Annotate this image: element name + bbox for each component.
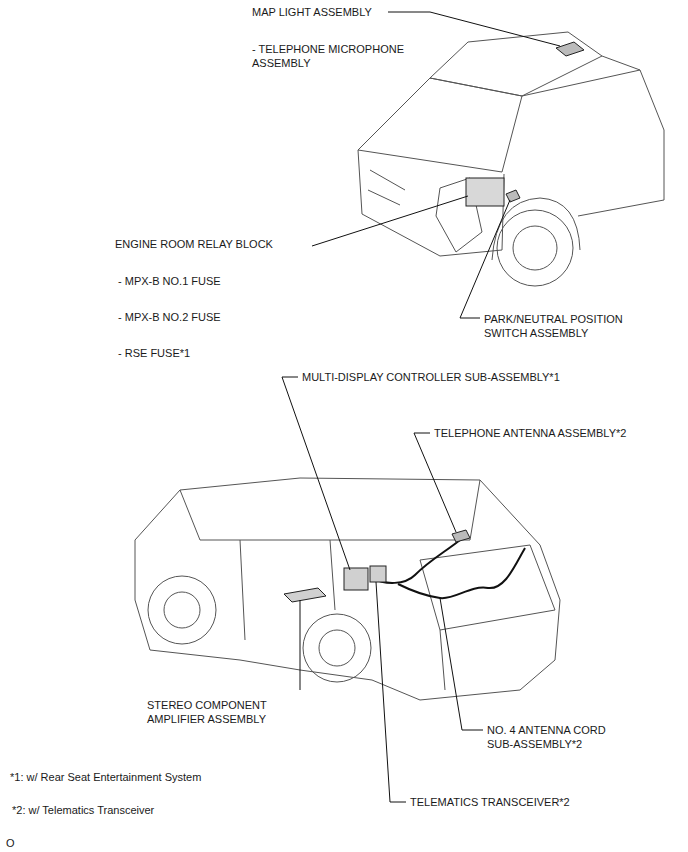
part-label: MAP LIGHT ASSEMBLY bbox=[252, 5, 372, 19]
part-label: - MPX-B NO.1 FUSE bbox=[118, 274, 221, 288]
part-label: *1: w/ Rear Seat Entertainment System bbox=[10, 770, 201, 784]
switch-part bbox=[506, 190, 520, 202]
part-label: - RSE FUSE*1 bbox=[118, 346, 190, 360]
part-label: - TELEPHONE MICROPHONE ASSEMBLY bbox=[252, 42, 430, 70]
part-label: *2: w/ Telematics Transceiver bbox=[12, 803, 154, 817]
part-label: - MPX-B NO.2 FUSE bbox=[118, 310, 221, 324]
leader-lines bbox=[282, 12, 560, 802]
part-label: ENGINE ROOM RELAY BLOCK bbox=[115, 237, 273, 251]
part-label: TELEMATICS TRANSCEIVER*2 bbox=[410, 795, 570, 809]
part-label: NO. 4 ANTENNA CORD SUB-ASSEMBLY*2 bbox=[487, 723, 622, 751]
amplifier-unit bbox=[284, 588, 326, 602]
map-light bbox=[556, 42, 584, 56]
part-label: O bbox=[6, 836, 15, 850]
controller-unit bbox=[344, 568, 368, 590]
transceiver-unit bbox=[370, 566, 386, 582]
rear-vehicle bbox=[135, 478, 560, 700]
part-label: PARK/NEUTRAL POSITION SWITCH ASSEMBLY bbox=[484, 312, 649, 340]
part-label: STEREO COMPONENT AMPLIFIER ASSEMBLY bbox=[147, 698, 287, 726]
antenna-unit bbox=[452, 530, 470, 542]
front-vehicle bbox=[358, 32, 664, 286]
part-label: TELEPHONE ANTENNA ASSEMBLY*2 bbox=[434, 426, 626, 440]
relay-block bbox=[466, 178, 504, 206]
part-label: MULTI-DISPLAY CONTROLLER SUB-ASSEMBLY*1 bbox=[302, 370, 560, 384]
antenna-cord bbox=[398, 548, 525, 598]
